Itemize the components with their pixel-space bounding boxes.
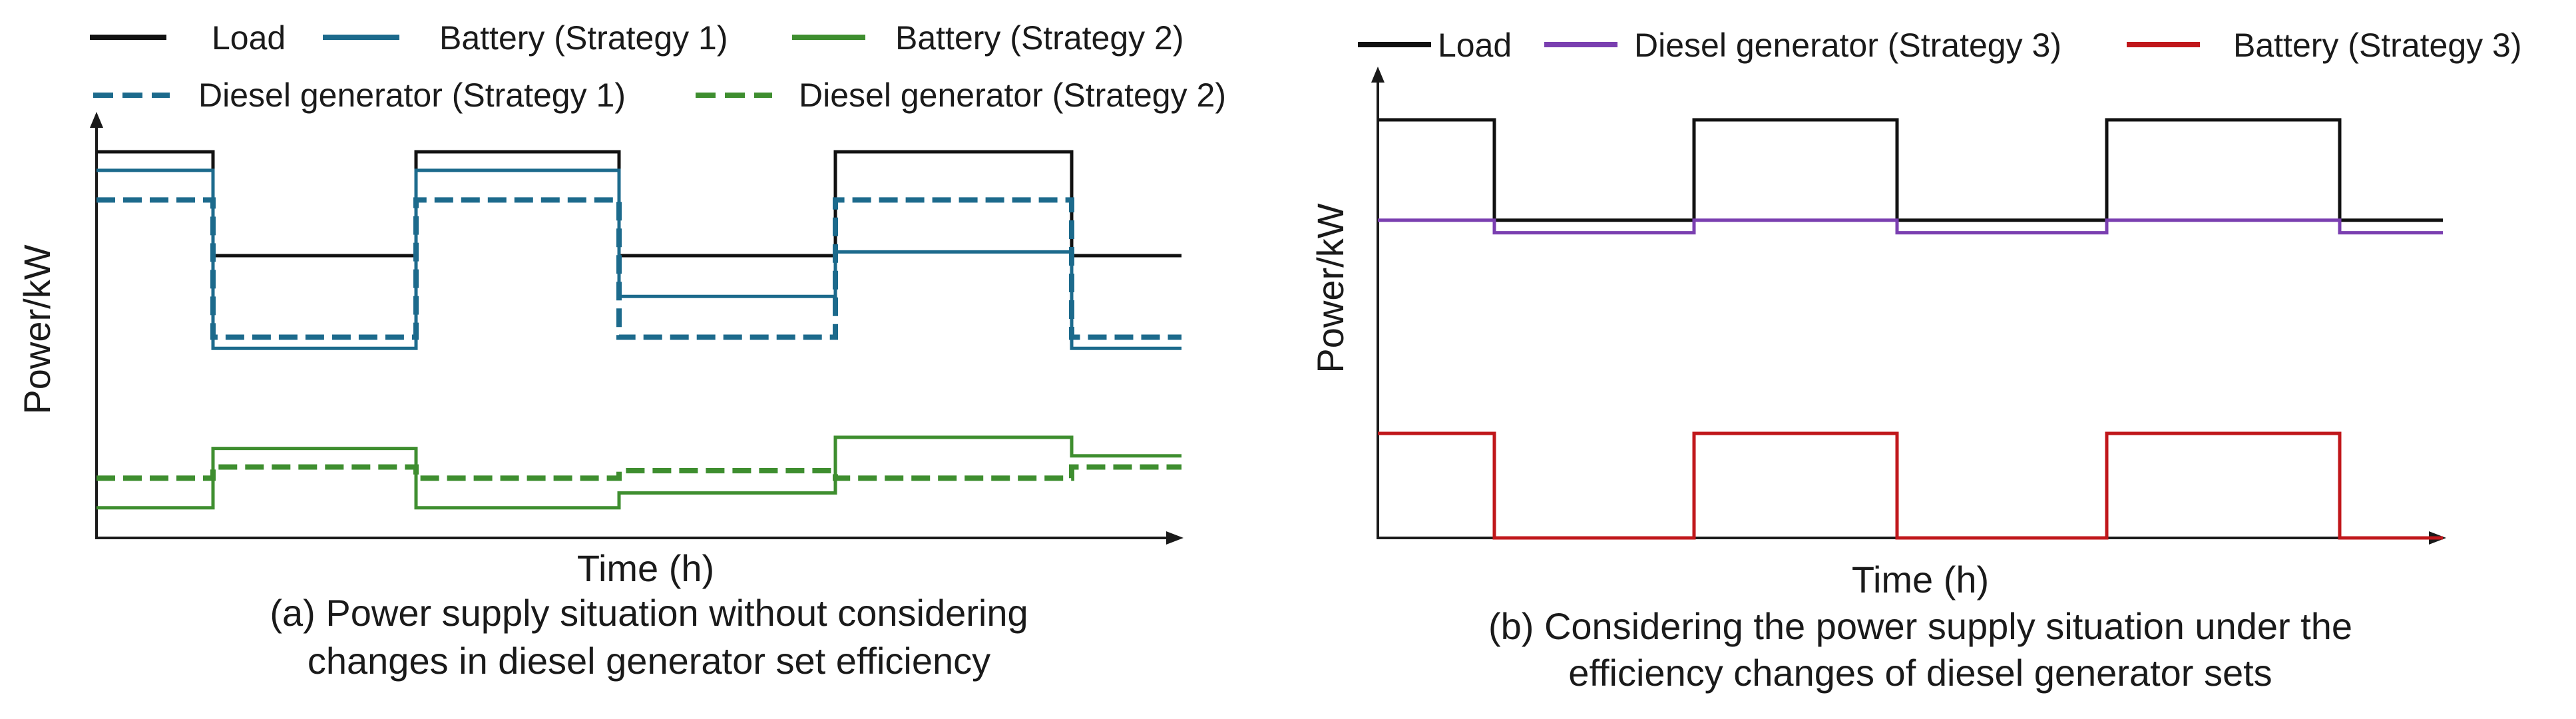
y-axis-b-arrow — [1371, 67, 1385, 83]
panel-b: Load Diesel generator (Strategy 3) Batte… — [1309, 27, 2522, 694]
x-axis-b-title: Time (h) — [1852, 559, 1989, 600]
panel-b-plot-area — [1378, 118, 2443, 540]
y-axis-a-arrow — [90, 112, 103, 128]
legend-a-diesel-s2-label: Diesel generator (Strategy 2) — [799, 77, 1226, 114]
series-line-a-3 — [97, 197, 1181, 340]
panel-b-axes — [1371, 67, 2446, 545]
legend-a-load-label: Load — [212, 19, 286, 57]
panel-a: Load Battery (Strategy 1) Battery (Strat… — [16, 19, 1226, 682]
x-axis-a-title: Time (h) — [577, 547, 714, 589]
series-line-a-1 — [97, 168, 1181, 350]
legend-a-battery-s1-label: Battery (Strategy 1) — [439, 19, 728, 57]
series-line-b-2 — [1378, 431, 2443, 540]
panel-b-legend: Load Diesel generator (Strategy 3) Batte… — [1358, 27, 2522, 64]
legend-b-diesel-s3-label: Diesel generator (Strategy 3) — [1634, 27, 2061, 64]
caption-b-line-2: efficiency changes of diesel generator s… — [1568, 652, 2272, 694]
x-axis-a-arrow — [1166, 531, 1183, 545]
legend-b-load-label: Load — [1438, 27, 1512, 64]
legend-a-diesel-s1-label: Diesel generator (Strategy 1) — [198, 77, 626, 114]
caption-a-line-2: changes in diesel generator set efficien… — [308, 640, 990, 682]
series-line-a-0 — [97, 150, 1181, 258]
legend-a-battery-s2-label: Battery (Strategy 2) — [895, 19, 1184, 57]
series-line-a-2 — [97, 435, 1181, 510]
series-line-b-1 — [1378, 218, 2443, 235]
legend-b-battery-s3-label: Battery (Strategy 3) — [2233, 27, 2522, 64]
series-line-b-0 — [1378, 118, 2443, 222]
caption-b-line-1: (b) Considering the power supply situati… — [1488, 605, 2352, 647]
panel-a-legend: Load Battery (Strategy 1) Battery (Strat… — [90, 19, 1226, 114]
caption-a-line-1: (a) Power supply situation without consi… — [270, 592, 1028, 634]
panel-a-plot-area — [97, 150, 1181, 510]
y-axis-a-title: Power/kW — [16, 244, 58, 414]
series-line-a-4 — [97, 464, 1181, 481]
panel-a-axes — [90, 112, 1183, 545]
y-axis-b-title: Power/kW — [1309, 203, 1351, 373]
